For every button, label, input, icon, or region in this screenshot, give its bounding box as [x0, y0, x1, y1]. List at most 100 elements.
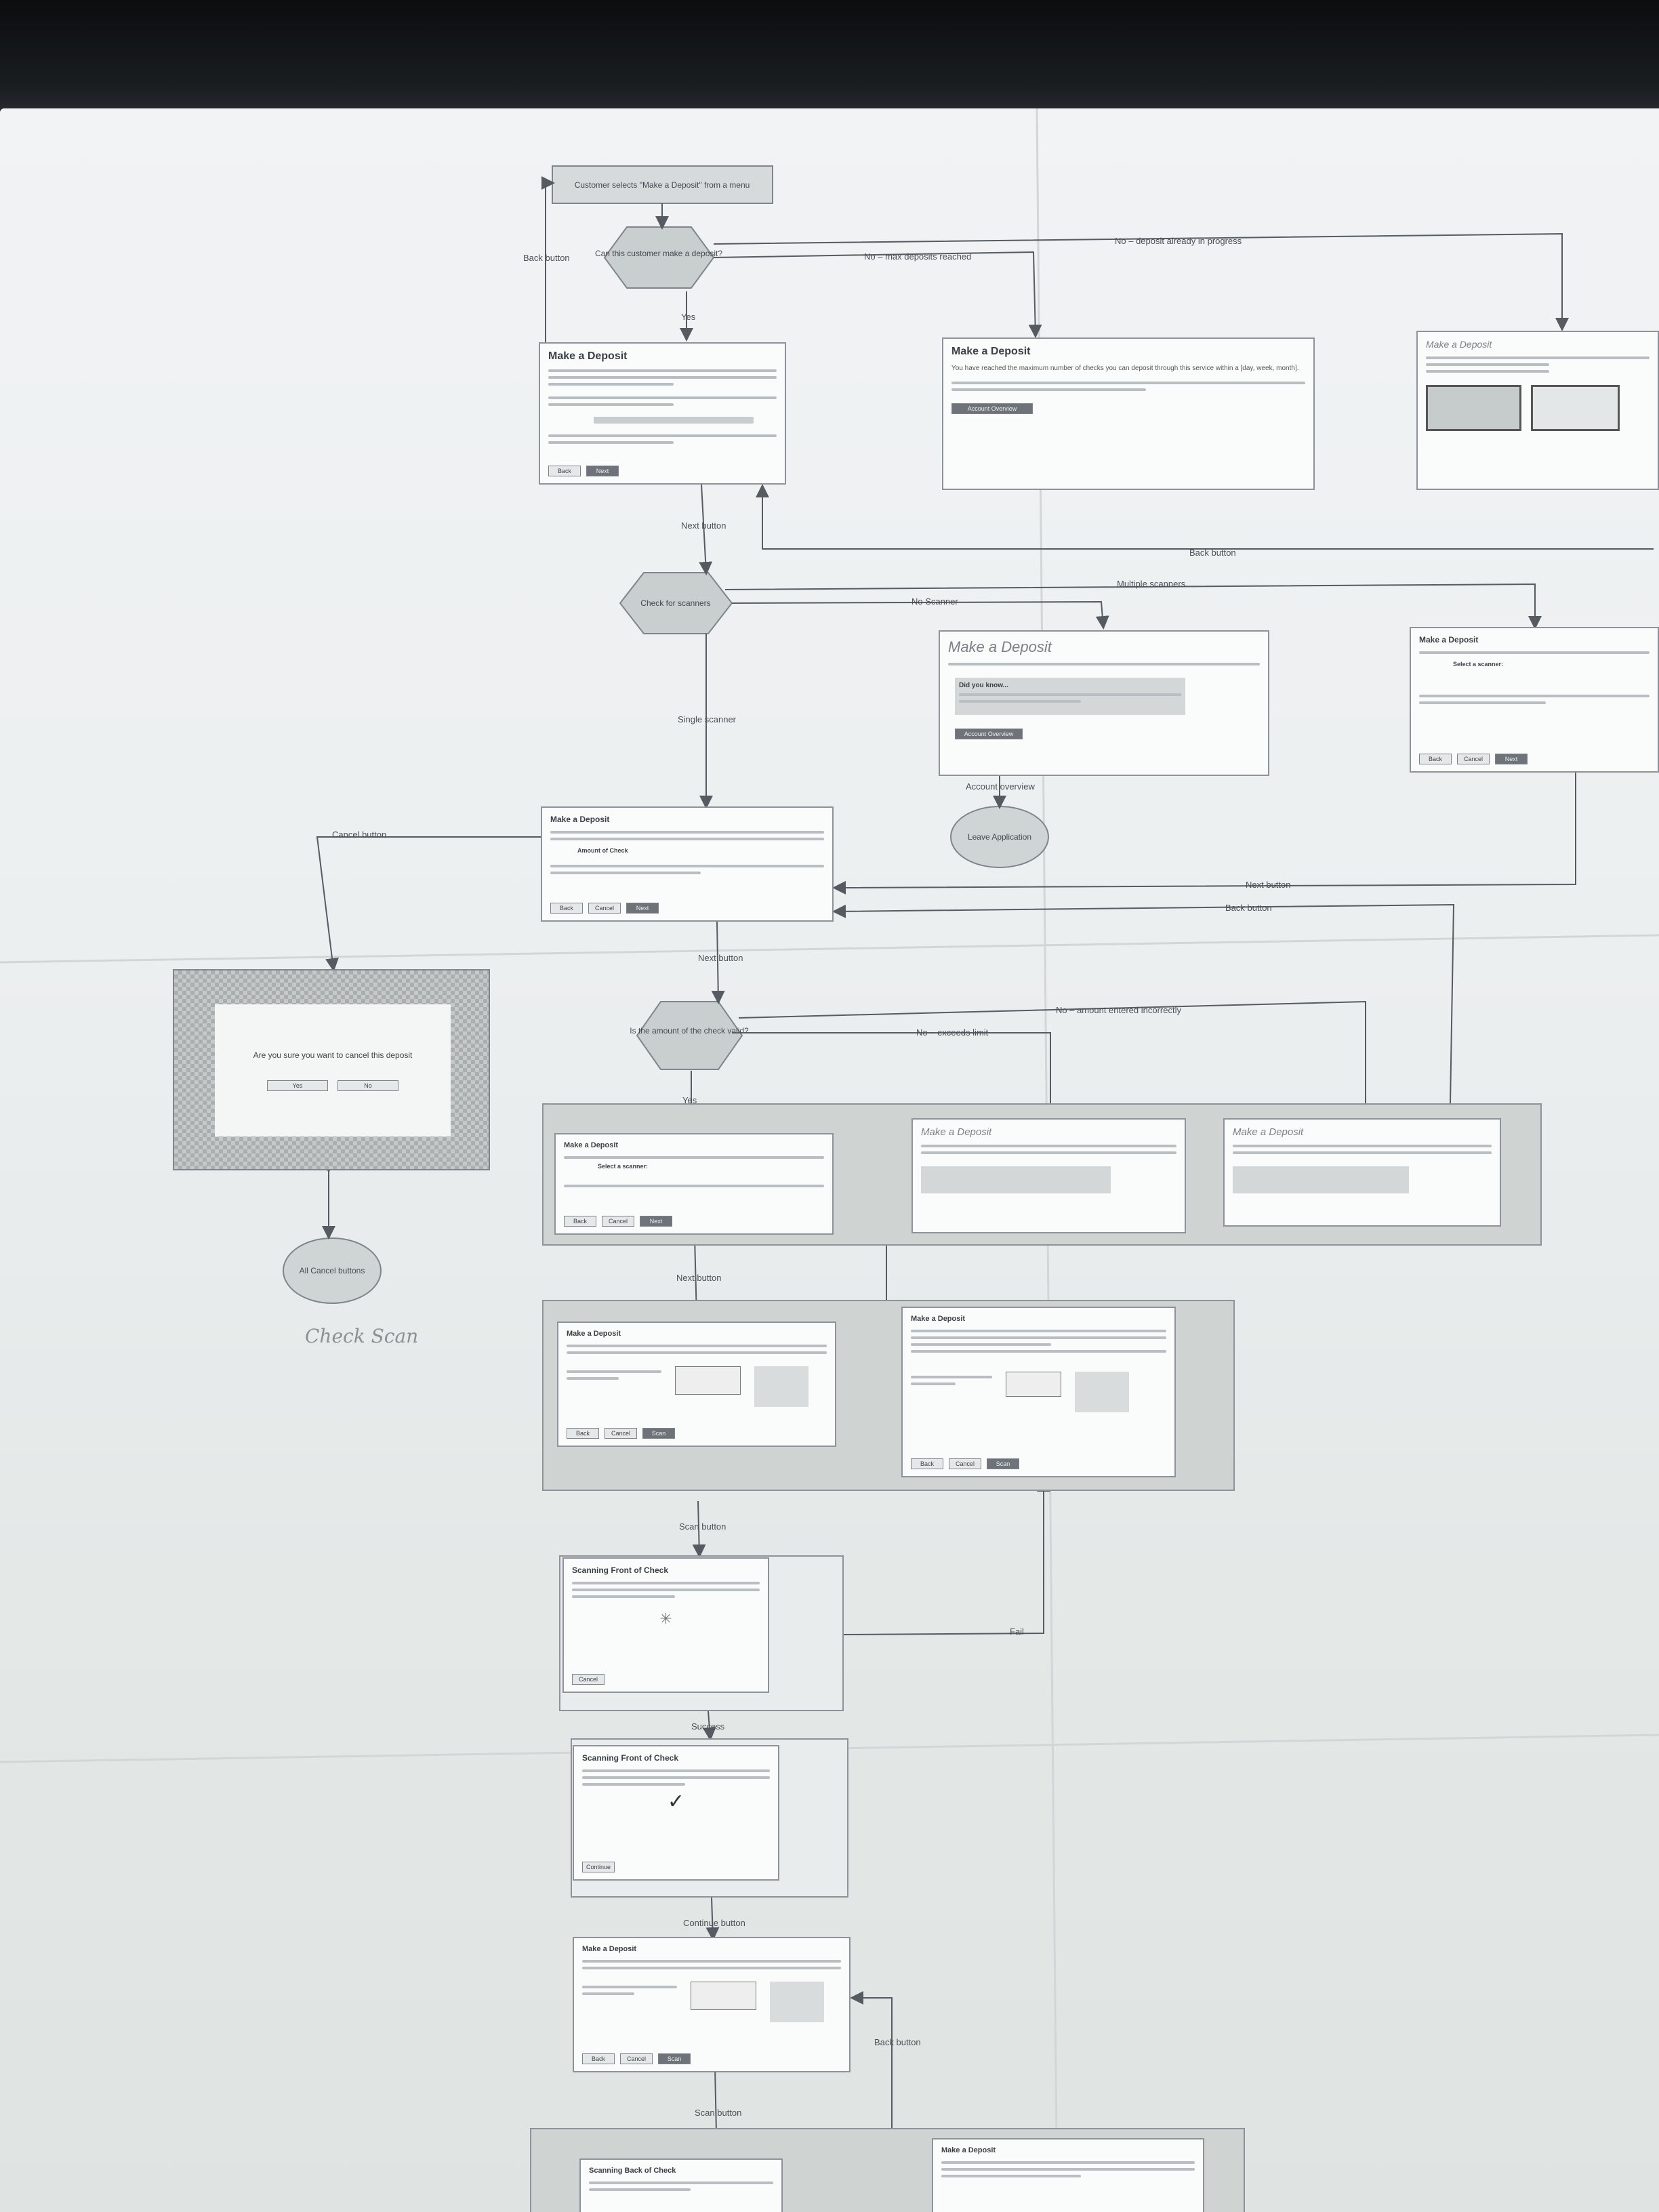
decision-can-deposit-label: Can this customer make a deposit?	[595, 249, 722, 258]
checkmark-icon: ✓	[667, 1790, 685, 1813]
screen-title: Scanning Back of Check	[589, 2167, 676, 2175]
continue-button[interactable]: Continue	[582, 1862, 615, 1872]
check-back-image	[1531, 385, 1620, 431]
cancel-no-button[interactable]: No	[337, 1080, 398, 1091]
screen-amount-incorrect: Make a Deposit	[1223, 1118, 1501, 1227]
edge-next-button-3: Next button	[698, 953, 743, 963]
screen-scanning-front: Scanning Front of Check ✳ Cancel	[562, 1557, 769, 1693]
did-you-know-box: Did you know...	[955, 678, 1185, 715]
screen-title: Scanning Front of Check	[582, 1753, 679, 1763]
cancel-dialog-overlay: Are you sure you want to cancel this dep…	[173, 969, 490, 1170]
check-scanners-label: Check for scanners	[640, 598, 710, 608]
screen-amount-exceeds: Make a Deposit	[912, 1118, 1186, 1233]
leave-application-label: Leave Application	[968, 832, 1031, 842]
cancel-button[interactable]: Cancel	[620, 2053, 653, 2064]
loading-spinner-icon: ✳	[659, 1610, 672, 1627]
edge-continue-button: Continue button	[683, 1918, 745, 1928]
edge-scan-button-1: Scan button	[679, 1521, 726, 1532]
scan-button[interactable]: Scan	[642, 1428, 675, 1439]
screen-scan-error: Make a Deposit Back Cancel Scan	[901, 1307, 1176, 1477]
did-you-know-title: Did you know...	[959, 682, 1008, 689]
screen-title: Make a Deposit	[951, 346, 1031, 357]
edge-single-scanner: Single scanner	[678, 714, 737, 724]
edge-next-button-4: Next button	[676, 1273, 722, 1283]
screen-title: Make a Deposit	[911, 1315, 966, 1323]
back-button[interactable]: Back	[548, 466, 581, 476]
back-button[interactable]: Back	[567, 1428, 599, 1439]
scanner-icon	[754, 1366, 808, 1407]
screen-max-deposits: Make a Deposit You have reached the maxi…	[942, 337, 1315, 490]
screen-title: Make a Deposit	[941, 2146, 996, 2154]
scan-button[interactable]: Scan	[987, 1458, 1019, 1469]
edge-back-button-3: Back button	[1225, 903, 1272, 913]
edge-cancel-button: Cancel button	[332, 830, 386, 840]
cancel-button[interactable]: Cancel	[605, 1428, 637, 1439]
account-overview-button[interactable]: Account Overview	[955, 729, 1023, 739]
scan-button[interactable]: Scan	[658, 2053, 691, 2064]
next-button[interactable]: Next	[586, 466, 619, 476]
screen-title: Make a Deposit	[567, 1330, 621, 1338]
start-node	[552, 165, 773, 204]
screen-title: Make a Deposit	[921, 1126, 992, 1138]
cancel-button[interactable]: Cancel	[602, 1216, 634, 1227]
cancel-button[interactable]: Cancel	[949, 1458, 981, 1469]
start-node-label: Customer selects "Make a Deposit" from a…	[575, 180, 750, 190]
screen-no-scanner: Make a Deposit Did you know... Account O…	[939, 630, 1269, 776]
cancel-yes-button[interactable]: Yes	[267, 1080, 328, 1091]
edge-no-scanner: No Scanner	[912, 596, 958, 607]
max-reached-text: You have reached the maximum number of c…	[951, 365, 1299, 372]
next-button[interactable]: Next	[640, 1216, 672, 1227]
next-button[interactable]: Next	[1495, 754, 1528, 764]
edge-no-in-progress: No – deposit already in progress	[1115, 236, 1242, 246]
back-button[interactable]: Back	[1419, 754, 1452, 764]
cancel-button[interactable]: Cancel	[588, 903, 621, 914]
edge-multiple-scanners: Multiple scanners	[1117, 579, 1186, 589]
edge-scan-button-2: Scan button	[695, 2108, 741, 2118]
screen-title: Make a Deposit	[948, 638, 1052, 655]
did-you-know-box	[921, 1166, 1111, 1193]
next-button[interactable]: Next	[626, 903, 659, 914]
screen-title: Make a Deposit	[550, 815, 610, 824]
back-button[interactable]: Back	[582, 2053, 615, 2064]
edge-success: Success	[691, 1721, 725, 1732]
select-scanner-label: Select a scanner:	[598, 1163, 649, 1170]
did-you-know-box	[1233, 1166, 1409, 1193]
all-cancel-label: All Cancel buttons	[300, 1266, 365, 1275]
select-scanner-label: Select a scanner:	[1453, 661, 1504, 668]
fold-line	[0, 934, 1659, 964]
table-background	[0, 0, 1659, 122]
edge-back-button-1: Back button	[523, 253, 570, 263]
check-illustration	[675, 1366, 741, 1395]
back-button[interactable]: Back	[564, 1216, 596, 1227]
edge-no-exceeds: No – exceeds limit	[916, 1027, 989, 1038]
screen-scanning-success: Scanning Front of Check ✓ Continue	[573, 1745, 779, 1881]
screen-scanning-back: Scanning Back of Check	[579, 2158, 783, 2212]
cancel-button[interactable]: Cancel	[1457, 754, 1490, 764]
edge-no-incorrect: No – amount entered incorrectly	[1056, 1005, 1181, 1015]
decision-amount-valid	[636, 1001, 743, 1070]
edge-no-max: No – max deposits reached	[864, 251, 971, 262]
edge-yes-1: Yes	[681, 312, 696, 322]
handwritten-note: Check Scan	[305, 1325, 419, 1347]
account-overview-button[interactable]: Account Overview	[951, 403, 1033, 414]
screen-title: Make a Deposit	[548, 350, 628, 362]
screen-title: Make a Deposit	[582, 1945, 637, 1953]
screen-make-deposit-intro: Make a Deposit Back Next	[539, 342, 786, 485]
screen-title: Make a Deposit	[1426, 339, 1492, 350]
edge-fail: Fail	[1010, 1626, 1024, 1637]
screen-title: Scanning Front of Check	[572, 1565, 669, 1575]
decision-amount-label: Is the amount of the check valid?	[630, 1026, 749, 1036]
edge-back-button-2: Back button	[1189, 548, 1236, 558]
screen-title: Make a Deposit	[1233, 1126, 1304, 1138]
back-button[interactable]: Back	[911, 1458, 943, 1469]
edge-next-button-2: Next button	[1246, 880, 1291, 890]
back-button[interactable]: Back	[550, 903, 583, 914]
edge-account-overview: Account overview	[966, 781, 1035, 792]
screen-title: Make a Deposit	[1419, 635, 1479, 644]
cancel-button[interactable]: Cancel	[572, 1674, 605, 1685]
edge-back-button-5: Back button	[874, 2037, 921, 2047]
edge-yes-2: Yes	[682, 1095, 697, 1105]
